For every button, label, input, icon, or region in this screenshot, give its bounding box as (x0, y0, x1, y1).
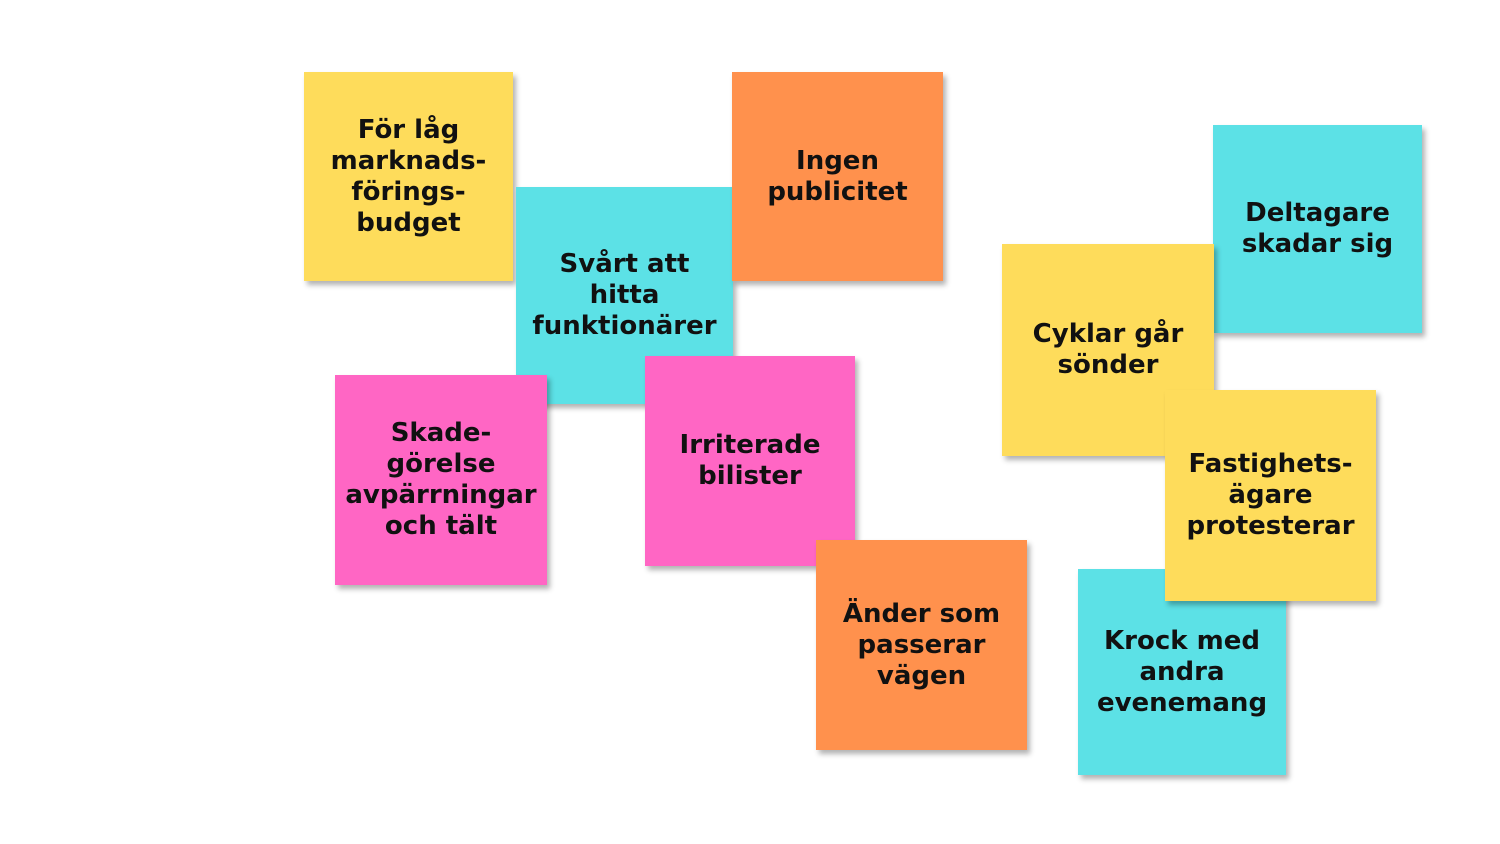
note-krock-med-andra-evenemang[interactable]: Krock med andra evenemang (1078, 569, 1286, 775)
note-ingen-publicitet[interactable]: Ingen publicitet (732, 72, 943, 281)
note-text: Fastighets- ägare protesterar (1186, 449, 1355, 541)
note-deltagare-skadar-sig[interactable]: Deltagare skadar sig (1213, 125, 1422, 333)
note-text: Svårt att hitta funktionärer (532, 249, 717, 341)
note-fastighetsagare-protesterar[interactable]: Fastighets- ägare protesterar (1165, 390, 1376, 601)
note-svart-att-hitta-funktionarer[interactable]: Svårt att hitta funktionärer (516, 187, 733, 404)
note-text: Ingen publicitet (767, 145, 908, 207)
note-text: Skade- görelse avpärrningar och tält (345, 418, 537, 541)
note-text: Irriterade bilister (679, 430, 821, 491)
note-text: Cyklar går sönder (1032, 319, 1184, 380)
note-for-lag-marknadsforingsbudget[interactable]: För låg marknads- förings- budget (304, 72, 513, 281)
note-irriterade-bilister[interactable]: Irriterade bilister (645, 356, 855, 566)
note-text: Krock med andra evenemang (1096, 625, 1268, 718)
note-text: För låg marknads- förings- budget (330, 114, 487, 238)
note-text: Deltagare skadar sig (1241, 198, 1394, 259)
note-ander-som-passerar-vagen[interactable]: Änder som passerar vägen (816, 540, 1027, 750)
note-skadegorelse-avparrningar[interactable]: Skade- görelse avpärrningar och tält (335, 375, 547, 585)
note-text: Änder som passerar vägen (842, 598, 1001, 691)
